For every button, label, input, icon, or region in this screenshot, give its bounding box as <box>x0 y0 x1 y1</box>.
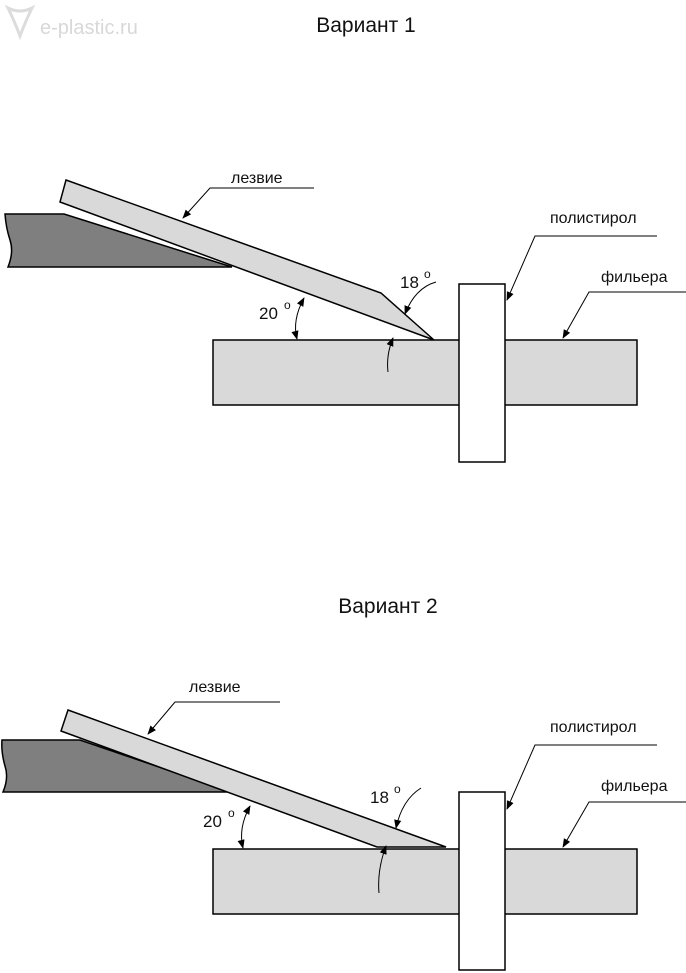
die-callout: фильера <box>562 269 686 339</box>
variant-2: Вариант 2 лезвие полистирол фильера 20 <box>1 595 686 971</box>
blade-label: лезвие <box>231 170 283 187</box>
blade-holder <box>4 213 233 268</box>
polystyrene-label: полистирол <box>550 719 637 736</box>
polystyrene-sheet <box>458 283 506 463</box>
blade-holder <box>1 739 233 793</box>
angle-20-degree: o <box>284 298 291 312</box>
blade <box>59 179 435 341</box>
angle-18-degree: o <box>424 267 431 281</box>
watermark: e-plastic.ru <box>4 4 138 41</box>
die-plate <box>212 848 638 915</box>
blade <box>60 709 447 848</box>
watermark-text: e-plastic.ru <box>40 17 138 39</box>
die-label: фильера <box>601 778 668 795</box>
variant-1: Вариант 1 лезвие полистирол фильера 20 <box>4 14 686 463</box>
blade-label: лезвие <box>189 679 241 696</box>
angle-18-value: 18 <box>370 788 389 807</box>
blade-callout: лезвие <box>147 679 280 735</box>
polystyrene-sheet <box>458 791 506 971</box>
logo-icon <box>4 4 36 41</box>
angle-20-dimension: 20 o <box>203 805 251 849</box>
angle-20-degree: o <box>228 806 235 820</box>
blade-callout: лезвие <box>182 170 314 219</box>
die-label: фильера <box>601 269 668 286</box>
polystyrene-callout: полистирол <box>506 210 657 301</box>
polystyrene-callout: полистирол <box>506 719 657 810</box>
variant-1-title: Вариант 1 <box>316 14 416 37</box>
angle-18-degree: o <box>394 782 401 796</box>
polystyrene-label: полистирол <box>550 210 637 227</box>
die-callout: фильера <box>562 778 686 848</box>
variant-2-title: Вариант 2 <box>338 595 438 618</box>
angle-20-value: 20 <box>259 304 278 323</box>
angle-18-value: 18 <box>400 273 419 292</box>
angle-20-dimension: 20 o <box>259 297 305 340</box>
angle-20-value: 20 <box>203 812 222 831</box>
angle-18-dimension: 18 o <box>370 782 422 894</box>
die-plate <box>212 339 638 406</box>
angle-18-dimension: 18 o <box>386 267 437 373</box>
